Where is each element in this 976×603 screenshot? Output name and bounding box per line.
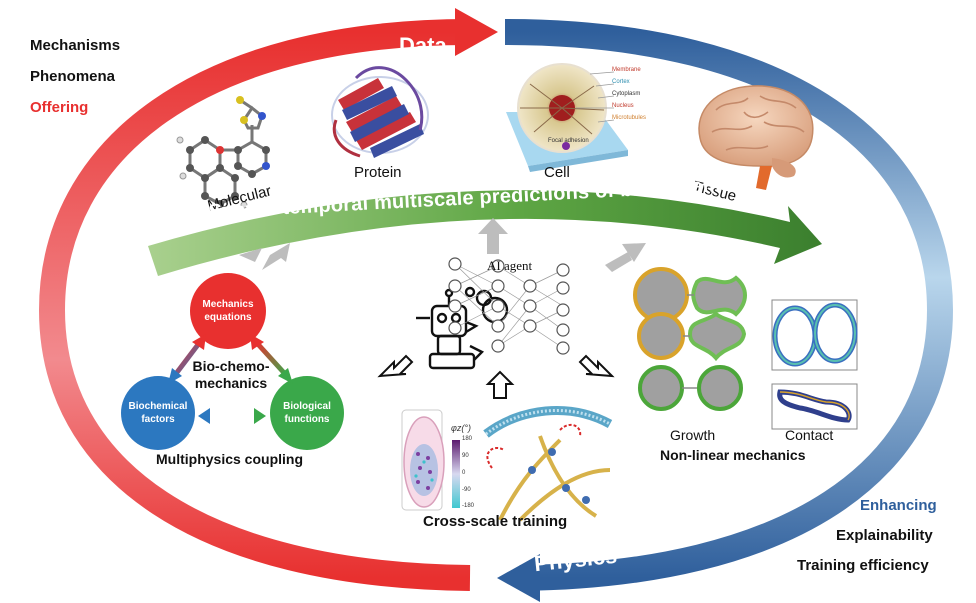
colorbar-tick-0: 0 (462, 470, 466, 476)
growth-label: Growth (670, 427, 716, 443)
mechanics-equations-line1: Mechanics (202, 299, 254, 310)
multiphysics-coupling-caption: Multiphysics coupling (156, 451, 304, 467)
colorbar-tick-minus180: -180 (462, 503, 475, 509)
data-ring-arc (38, 19, 471, 591)
input-arrow-left (377, 354, 414, 378)
contact-illustrations (771, 299, 858, 430)
offering-label: Offering (30, 99, 89, 116)
mechanics-equations-circle (190, 273, 266, 349)
cell-part-microtubules: Microtubules (612, 115, 647, 121)
biological-functions-line1: Biological (283, 401, 331, 412)
coupling-arrow-mech-biochem (168, 334, 206, 384)
contact-label: Contact (785, 427, 834, 443)
cell-part-focal-adhesion: Focal adhesion (548, 138, 589, 144)
upward-grey-arrows (239, 218, 646, 272)
biological-functions-line2: functions (284, 414, 330, 425)
cell-illustration (506, 63, 628, 172)
mechanics-equations-line2: equations (204, 312, 252, 323)
bio-chemo-mechanics-line2: mechanics (194, 375, 268, 391)
non-linear-mechanics-caption: Non-linear mechanics (660, 447, 806, 463)
ai-agent-label: AI agent (487, 258, 533, 273)
cross-scale-training-caption: Cross-scale training (423, 513, 568, 530)
coupling-arrow-mech-biofunc (250, 334, 293, 384)
mechanisms-label: Mechanisms (30, 37, 121, 54)
cell-part-membrane: Membrane (612, 67, 641, 73)
input-arrow-bottom (485, 370, 515, 399)
neural-network-icon (448, 257, 570, 355)
cell-part-cortex: Cortex (612, 79, 630, 85)
cell-label: Cell (544, 164, 570, 181)
colorbar-label: φz(°) (451, 423, 471, 433)
protein-label: Protein (354, 164, 402, 181)
growth-illustrations (633, 267, 747, 411)
colorbar-tick-180: 180 (462, 436, 473, 442)
tissue-brain-illustration (698, 85, 814, 190)
biochemical-factors-line2: factors (141, 414, 175, 425)
biochemical-factors-line1: Biochemical (128, 401, 188, 412)
biochemical-factors-label: Biochemical factors (123, 400, 193, 426)
enhancing-label: Enhancing (860, 497, 937, 514)
training-efficiency-label: Training efficiency (797, 557, 929, 574)
colorbar-tick-minus90: -90 (462, 487, 471, 493)
coupling-arrow-biochem-biofunc (198, 408, 266, 424)
protein-illustration (331, 66, 429, 158)
bio-chemo-mechanics-label: Bio-chemo- mechanics (184, 358, 278, 392)
orientation-colorbar (452, 440, 460, 508)
biochemical-factors-circle (121, 376, 195, 450)
cell-part-nucleus: Nucleus (612, 103, 634, 109)
data-arrow-head (455, 8, 498, 56)
mechanics-equations-label: Mechanics equations (196, 298, 260, 324)
cytoskeleton-illustration (483, 406, 613, 522)
prediction-banner-arrow (148, 190, 822, 276)
cell-part-cytoplasm: Cytoplasm (612, 91, 641, 97)
colorbar-tick-90: 90 (462, 453, 469, 459)
explainability-label: Explainability (836, 527, 933, 544)
biological-functions-label: Biological functions (272, 400, 342, 426)
input-arrow-right (578, 354, 615, 378)
phenomena-label: Phenomena (30, 68, 116, 85)
robot-icon (416, 286, 509, 370)
physics-ring-arc (504, 19, 954, 591)
data-label: Data (399, 33, 447, 58)
embryo-illustration (401, 409, 445, 511)
biological-functions-circle (270, 376, 344, 450)
bio-chemo-mechanics-line1: Bio-chemo- (192, 358, 270, 374)
physics-arrow-head (497, 554, 540, 602)
molecular-illustration (176, 96, 270, 209)
